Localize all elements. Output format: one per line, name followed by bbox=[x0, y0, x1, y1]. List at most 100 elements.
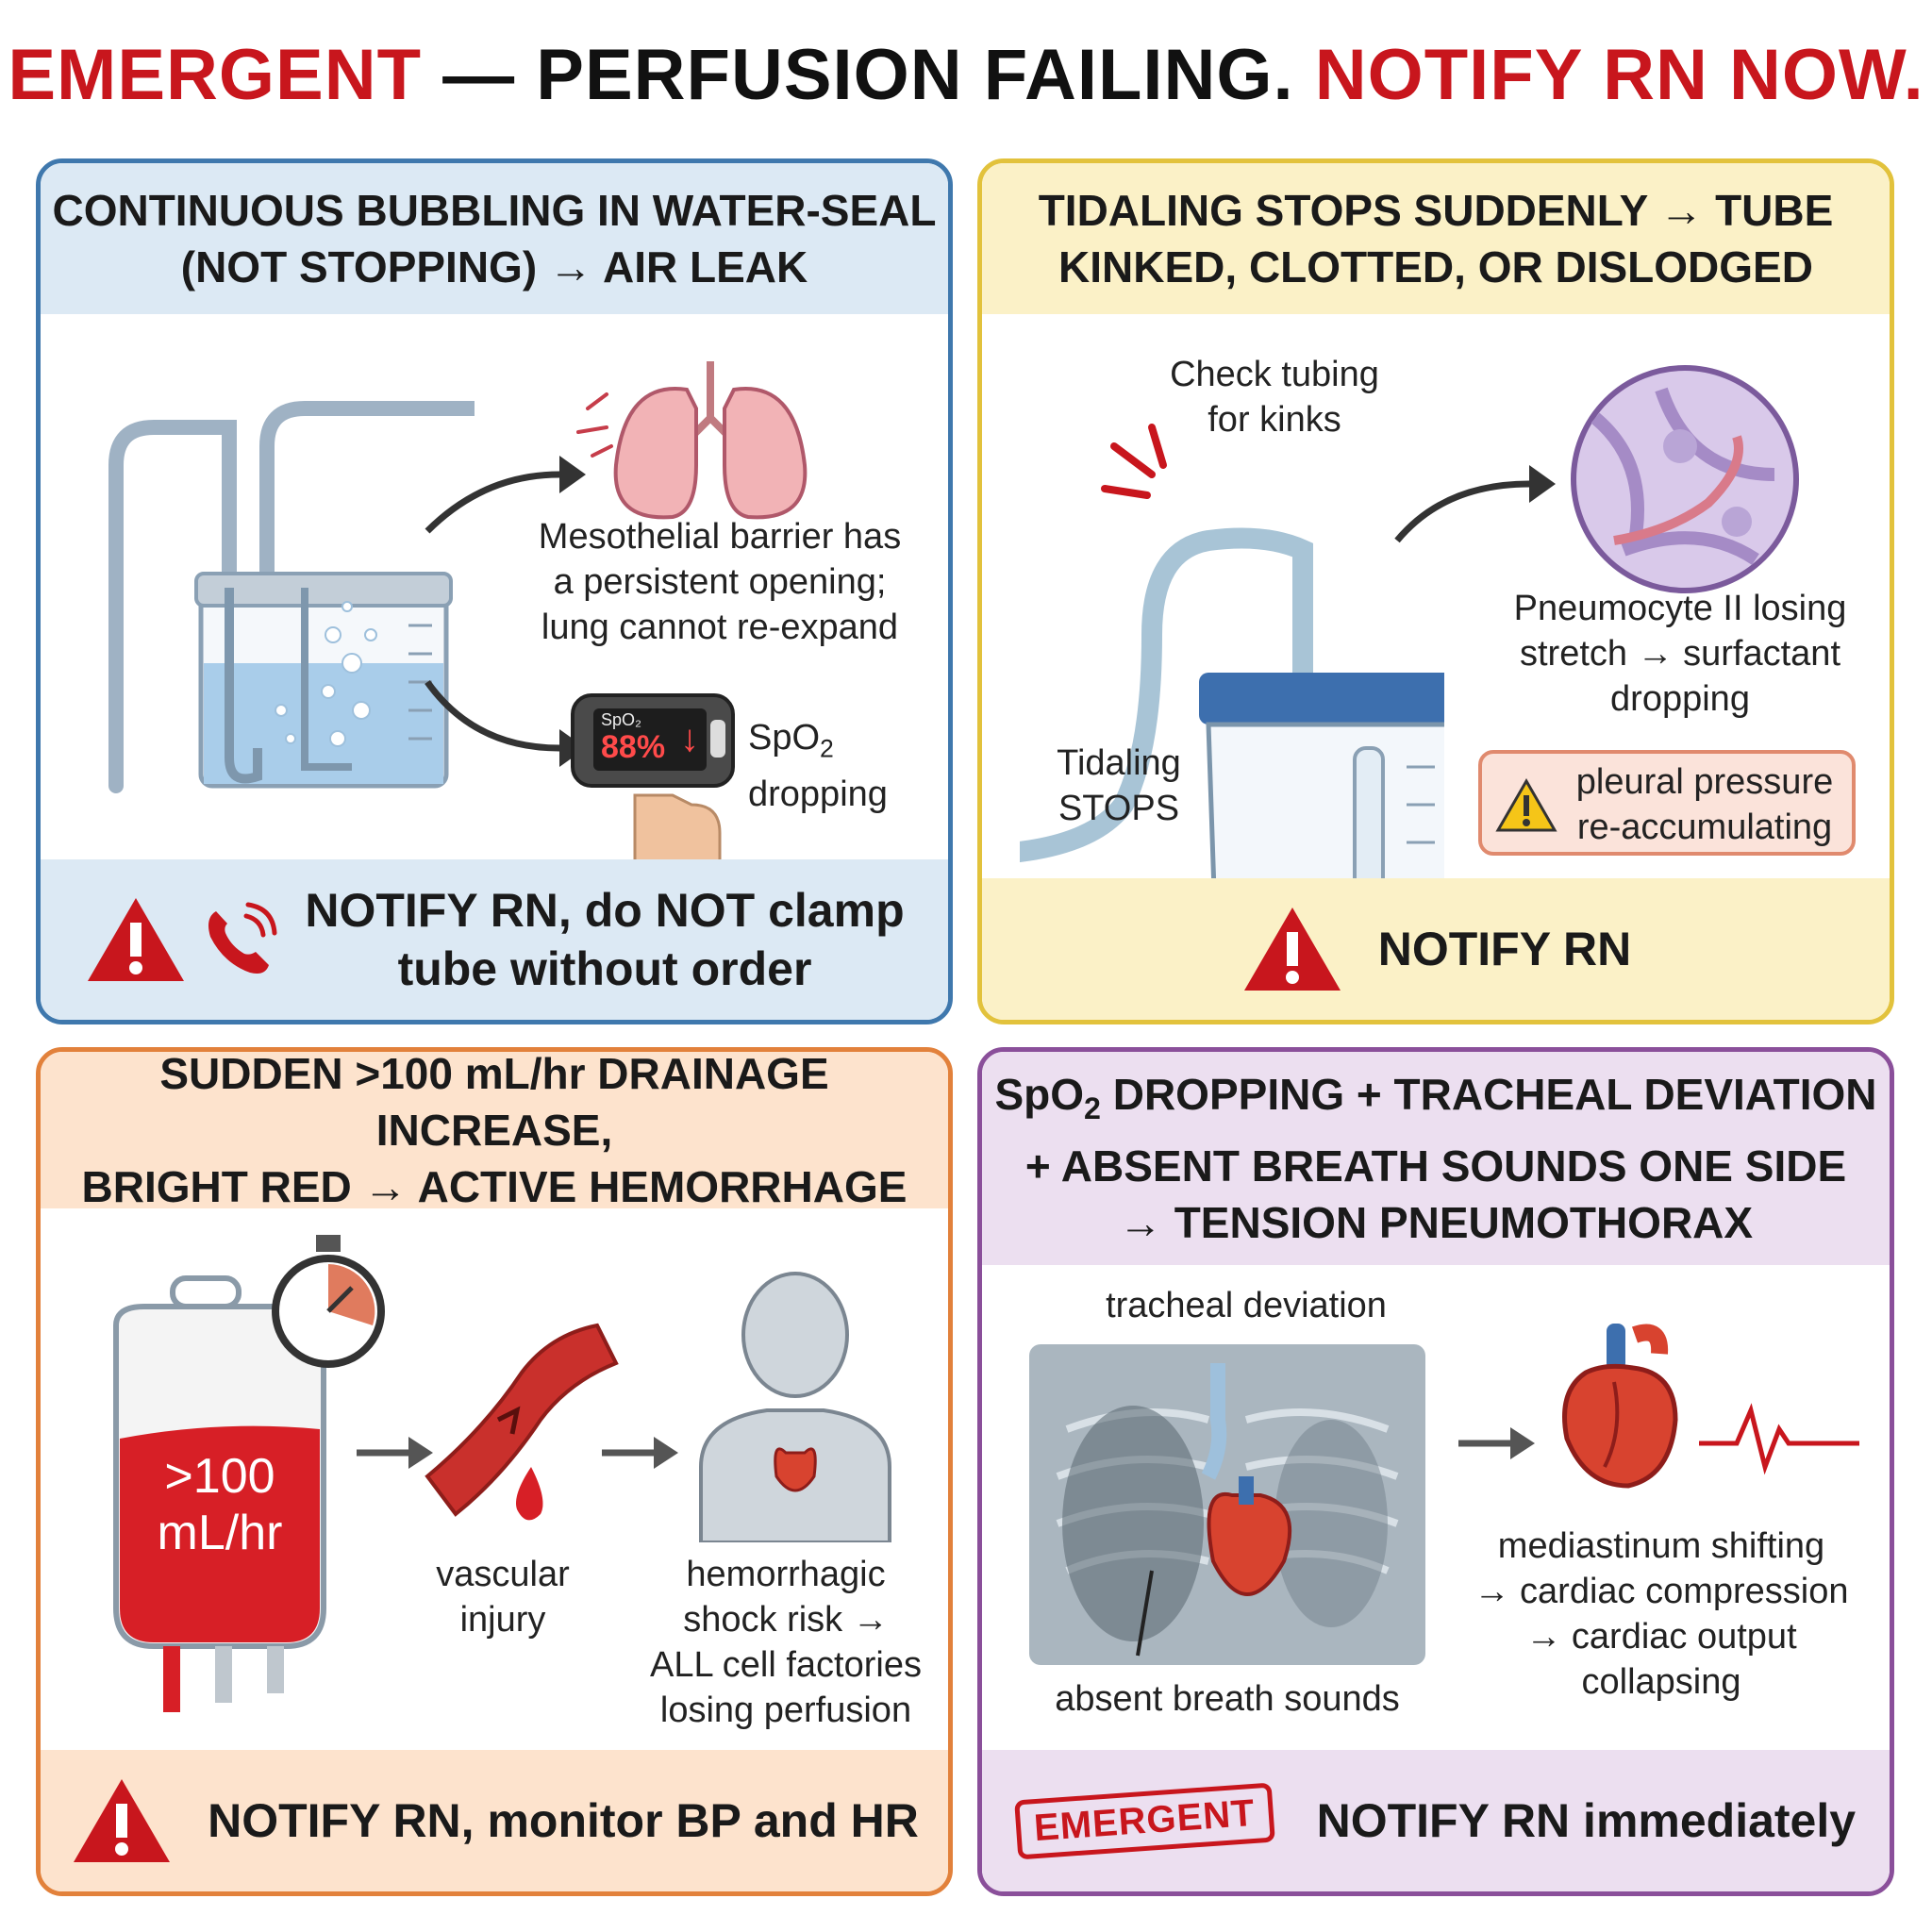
tidaling-line1: Tidaling bbox=[1057, 743, 1181, 783]
card-air-leak-action-band: NOTIFY RN, do NOT clamp tube without ord… bbox=[41, 859, 948, 1020]
lung-text-line2: a persistent opening; bbox=[553, 562, 887, 602]
spo2-dropping-text: SpO2 dropping bbox=[748, 715, 908, 817]
card-tidaling: TIDALING STOPS SUDDENLY → TUBE KINKED, C… bbox=[977, 158, 1894, 1024]
tension-action-text: NOTIFY RN immediately bbox=[1316, 1794, 1857, 1847]
vascular-injury-text: vascular injury bbox=[408, 1552, 597, 1642]
card-air-leak-title-line1: CONTINUOUS BUBBLING IN WATER-SEAL bbox=[52, 186, 937, 235]
title-notify: NOTIFY RN NOW. bbox=[1314, 35, 1924, 115]
oximeter-reading: 88% bbox=[601, 729, 666, 765]
oximeter-label: SpO₂ bbox=[601, 710, 642, 729]
tidaling-stops-text: Tidaling STOPS bbox=[1024, 741, 1213, 831]
card-hemorrhage: SUDDEN >100 mL/hr DRAINAGE INCREASE, BRI… bbox=[36, 1047, 953, 1896]
mediastinum-line4: collapsing bbox=[1581, 1662, 1741, 1702]
shock-line3: ALL cell factories bbox=[650, 1645, 922, 1685]
action-line1: NOTIFY RN, do NOT clamp bbox=[305, 884, 905, 937]
mediastinum-line1: mediastinum shifting bbox=[1497, 1526, 1825, 1566]
down-arrow-icon: ↓ bbox=[680, 718, 699, 759]
action-line2: tube without order bbox=[397, 942, 812, 995]
lung-text-line1: Mesothelial barrier has bbox=[538, 517, 902, 557]
warning-triangle-icon bbox=[88, 898, 185, 981]
shock-line2: shock risk → bbox=[683, 1600, 889, 1640]
check-tubing-text: Check tubing for kinks bbox=[1124, 352, 1425, 442]
card-hemorrhage-title-line1: SUDDEN >100 mL/hr DRAINAGE INCREASE, bbox=[159, 1049, 829, 1155]
card-tension-title-line2: + ABSENT BREATH SOUNDS ONE SIDE bbox=[1024, 1141, 1847, 1191]
card-air-leak-title-line2: (NOT STOPPING) → AIR LEAK bbox=[180, 242, 808, 291]
card-tension-header: SpO2 DROPPING + TRACHEAL DEVIATION + ABS… bbox=[982, 1052, 1890, 1265]
patient-silhouette-illustration bbox=[699, 1272, 891, 1542]
arrow-icon bbox=[1394, 465, 1556, 543]
hemorrhagic-shock-text: hemorrhagic shock risk → ALL cell factor… bbox=[625, 1552, 946, 1733]
lungs-illustration bbox=[576, 361, 808, 520]
arrow-icon bbox=[425, 679, 586, 767]
pneumocyte-text: Pneumocyte II losing stretch → surfactan… bbox=[1473, 586, 1888, 722]
drainage-bag-illustration bbox=[113, 1275, 326, 1712]
card-tension-action-band: EMERGENT NOTIFY RN immediately bbox=[982, 1750, 1890, 1891]
tracheal-deviation-label: tracheal deviation bbox=[1106, 1286, 1387, 1325]
mediastinum-text: mediastinum shifting → cardiac compressi… bbox=[1454, 1524, 1869, 1705]
pneumocyte-line1: Pneumocyte II losing bbox=[1513, 589, 1847, 628]
title-line1-rest: DROPPING + TRACHEAL DEVIATION bbox=[1100, 1070, 1877, 1120]
bag-rate-line2: mL/hr bbox=[157, 1506, 283, 1560]
arrow-icon bbox=[425, 456, 586, 534]
tidaling-action-text: NOTIFY RN bbox=[1377, 923, 1632, 975]
card-tidaling-header: TIDALING STOPS SUDDENLY → TUBE KINKED, C… bbox=[982, 163, 1890, 314]
title-spo2: SpO bbox=[994, 1070, 1085, 1120]
title-spo2-sub: 2 bbox=[1084, 1091, 1101, 1126]
pulse-oximeter-illustration: SpO₂ 88% ↓ bbox=[569, 691, 748, 880]
pneumocyte-cell-illustration bbox=[1571, 365, 1799, 593]
pneumocyte-line2: stretch → surfactant bbox=[1519, 634, 1840, 674]
emergent-stamp: EMERGENT bbox=[1014, 1782, 1275, 1859]
stopwatch-icon bbox=[272, 1235, 385, 1368]
arrow-icon bbox=[1458, 1427, 1535, 1459]
pleural-text: pleural pressure re-accumulating bbox=[1563, 759, 1846, 850]
card-tension-title-line1: SpO2 DROPPING + TRACHEAL DEVIATION bbox=[994, 1066, 1876, 1137]
check-line2: for kinks bbox=[1208, 400, 1341, 440]
phone-ringing-icon bbox=[208, 902, 277, 974]
vascular-line1: vascular bbox=[436, 1555, 570, 1594]
mediastinum-line3: → cardiac output bbox=[1525, 1617, 1797, 1657]
absent-breath-sounds-label: absent breath sounds bbox=[1055, 1679, 1400, 1719]
air-leak-action-text: NOTIFY RN, do NOT clamp tube without ord… bbox=[305, 881, 904, 998]
ecg-line-icon bbox=[1699, 1403, 1859, 1475]
page-title: EMERGENT — PERFUSION FAILING. NOTIFY RN … bbox=[0, 34, 1932, 116]
pleural-pressure-callout: pleural pressure re-accumulating bbox=[1478, 750, 1856, 856]
lung-text-line3: lung cannot re-expand bbox=[541, 608, 899, 647]
bag-rate-line1: >100 bbox=[164, 1449, 275, 1504]
pleural-line1: pleural pressure bbox=[1575, 762, 1834, 802]
card-tidaling-action-band: NOTIFY RN bbox=[982, 878, 1890, 1020]
warning-triangle-icon bbox=[74, 1779, 171, 1862]
vascular-line2: injury bbox=[459, 1600, 546, 1640]
spo2-text: SpO bbox=[748, 718, 821, 758]
heart-icon bbox=[1562, 1324, 1678, 1489]
arrow-icon bbox=[602, 1437, 678, 1469]
card-tidaling-title-line2: KINKED, CLOTTED, OR DISLODGED bbox=[1058, 242, 1813, 291]
dropping-text: dropping bbox=[748, 774, 888, 814]
arrow-icon bbox=[357, 1437, 433, 1469]
shock-line4: losing perfusion bbox=[659, 1690, 912, 1730]
burst-icon bbox=[1101, 424, 1167, 499]
water-seal-chamber-illustration bbox=[108, 401, 475, 793]
spo2-sub: 2 bbox=[820, 734, 834, 763]
chest-xray-illustration bbox=[1029, 1344, 1425, 1665]
card-tension-pneumothorax: SpO2 DROPPING + TRACHEAL DEVIATION + ABS… bbox=[977, 1047, 1894, 1896]
pleural-line2: re-accumulating bbox=[1576, 808, 1833, 847]
mediastinum-line2: → cardiac compression bbox=[1474, 1572, 1849, 1611]
warning-triangle-icon bbox=[1495, 778, 1557, 832]
card-air-leak-header: CONTINUOUS BUBBLING IN WATER-SEAL (NOT S… bbox=[41, 163, 948, 314]
title-emergent: EMERGENT bbox=[8, 35, 423, 115]
warning-triangle-icon bbox=[1243, 908, 1341, 991]
shock-line1: hemorrhagic bbox=[686, 1555, 886, 1594]
pneumocyte-line3: dropping bbox=[1610, 679, 1750, 719]
card-air-leak: CONTINUOUS BUBBLING IN WATER-SEAL (NOT S… bbox=[36, 158, 953, 1024]
card-hemorrhage-title-line2: BRIGHT RED → ACTIVE HEMORRHAGE bbox=[81, 1162, 908, 1211]
card-hemorrhage-action-band: NOTIFY RN, monitor BP and HR bbox=[41, 1750, 948, 1891]
card-tension-title-line3: → TENSION PNEUMOTHORAX bbox=[1118, 1197, 1754, 1247]
check-line1: Check tubing bbox=[1170, 355, 1379, 394]
tidaling-line2: STOPS bbox=[1058, 789, 1180, 828]
hemorrhage-action-text: NOTIFY RN, monitor BP and HR bbox=[208, 1794, 919, 1847]
lung-explanation-text: Mesothelial barrier has a persistent ope… bbox=[522, 514, 918, 650]
title-perfusion: — PERFUSION FAILING. bbox=[422, 35, 1315, 115]
bag-rate-text: >100 mL/hr bbox=[125, 1448, 314, 1561]
card-hemorrhage-header: SUDDEN >100 mL/hr DRAINAGE INCREASE, BRI… bbox=[41, 1052, 948, 1211]
torn-vessel-illustration bbox=[425, 1323, 619, 1521]
